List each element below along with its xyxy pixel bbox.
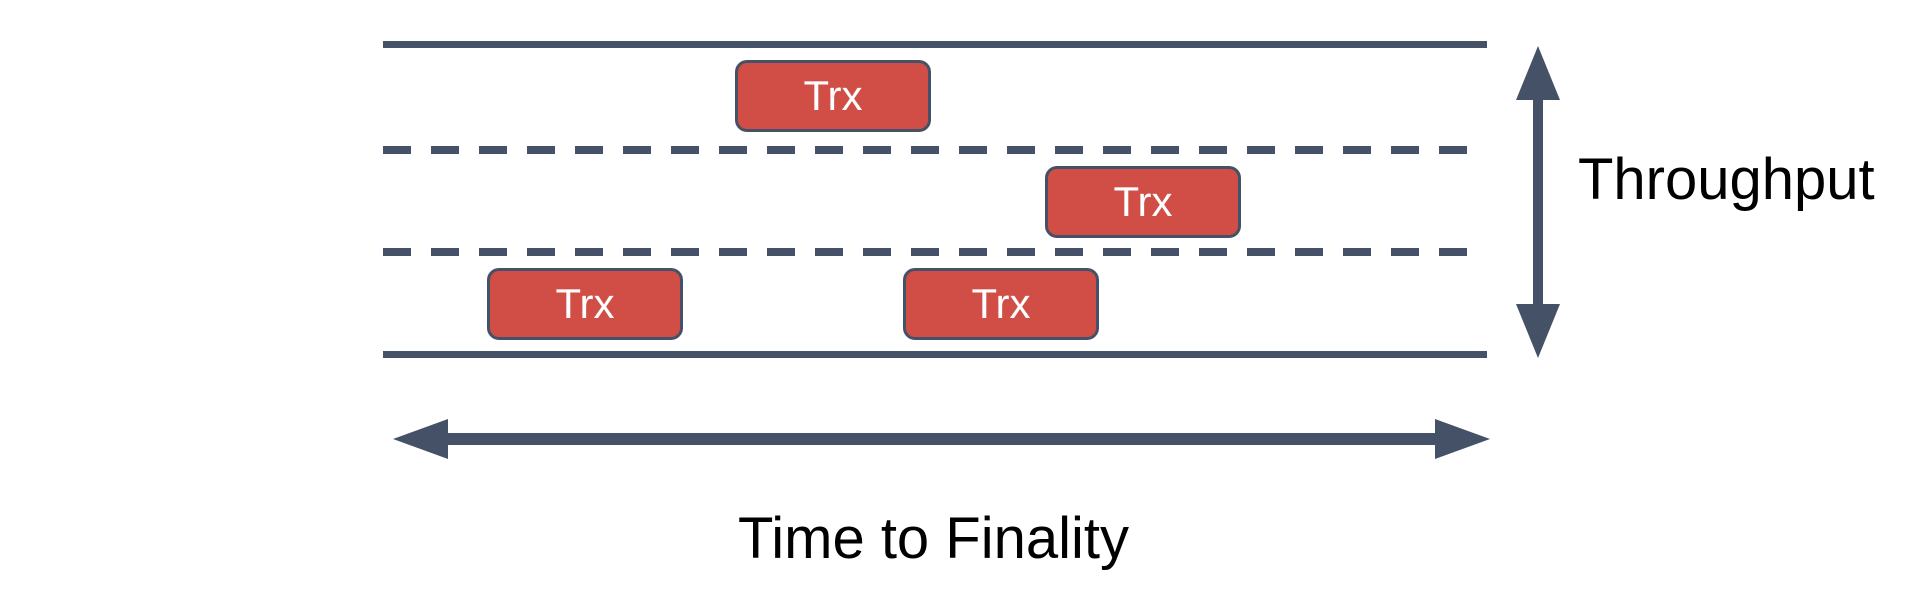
trx-box-lane3-left: Trx: [487, 268, 683, 340]
lane-divider-2: [383, 248, 1487, 256]
trx-label: Trx: [803, 72, 863, 119]
road-bottom-line: [383, 351, 1487, 358]
arrow-right-head-icon: [1435, 419, 1490, 459]
road-top-line: [383, 41, 1487, 48]
arrow-up-head-icon: [1516, 46, 1560, 100]
trx-label: Trx: [555, 280, 615, 327]
trx-box-lane2: Trx: [1045, 166, 1241, 238]
throughput-arrow: [1533, 95, 1543, 309]
arrow-down-head-icon: [1516, 304, 1560, 358]
time-to-finality-label: Time to Finality: [737, 506, 1130, 571]
throughput-label: Throughput: [1578, 147, 1875, 212]
lane-divider-1: [383, 146, 1487, 154]
arrow-left-head-icon: [393, 419, 448, 459]
trx-label: Trx: [1113, 178, 1173, 225]
trx-box-lane3-right: Trx: [903, 268, 1099, 340]
trx-label: Trx: [971, 280, 1031, 327]
time-to-finality-arrow: [445, 433, 1438, 445]
trx-box-lane1: Trx: [735, 60, 931, 132]
